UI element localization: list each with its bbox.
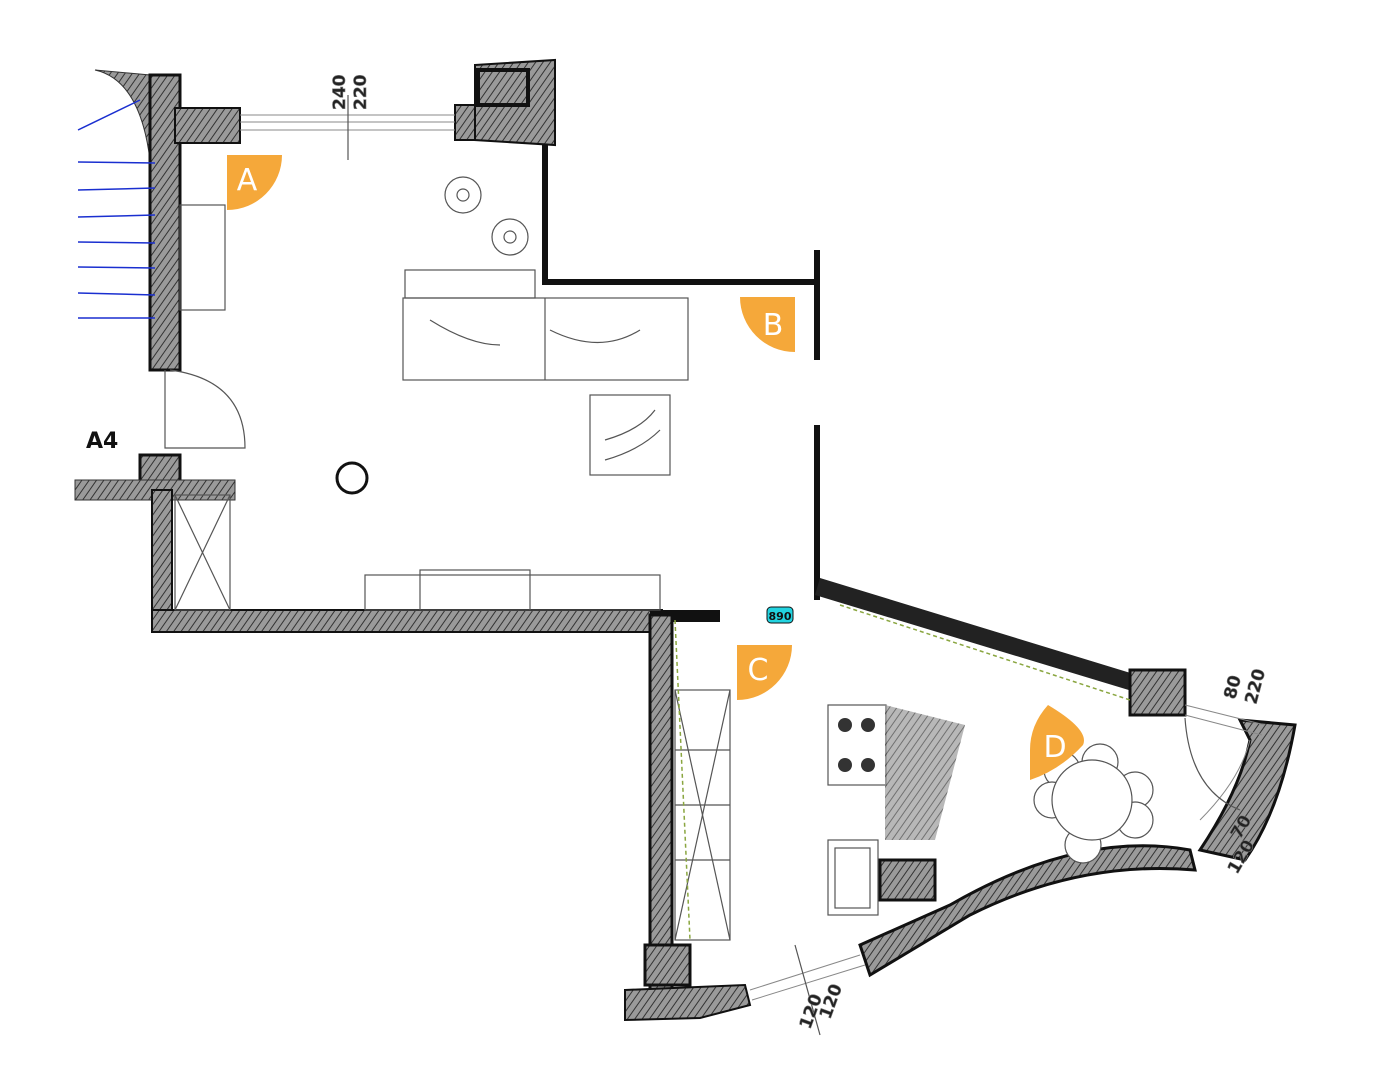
dimension-bottom-window: 120 120 (794, 944, 847, 1036)
zone-marker-d[interactable]: D (1030, 705, 1084, 780)
exterior-louvres (77, 99, 156, 319)
ceiling-light (444, 176, 529, 256)
svg-text:890: 890 (769, 610, 792, 623)
svg-text:220: 220 (1242, 667, 1271, 707)
svg-text:B: B (763, 308, 784, 343)
svg-text:C: C (748, 653, 769, 688)
svg-text:220: 220 (351, 74, 371, 110)
level-tag: 890 (766, 606, 794, 624)
svg-text:D: D (1043, 730, 1066, 765)
dimension-right-door: 80 220 (1220, 666, 1271, 707)
floor-drain-icon (335, 461, 369, 495)
dimension-top-window: 240 220 (330, 74, 371, 160)
walls (74, 58, 1297, 1022)
zone-marker-b[interactable]: B (740, 297, 795, 352)
svg-text:240: 240 (330, 74, 350, 110)
svg-text:A: A (237, 163, 258, 198)
zone-marker-a[interactable]: A (227, 155, 282, 210)
furniture (164, 176, 1241, 941)
reference-tag: A4 (86, 429, 118, 454)
zone-marker-c[interactable]: C (737, 645, 792, 700)
